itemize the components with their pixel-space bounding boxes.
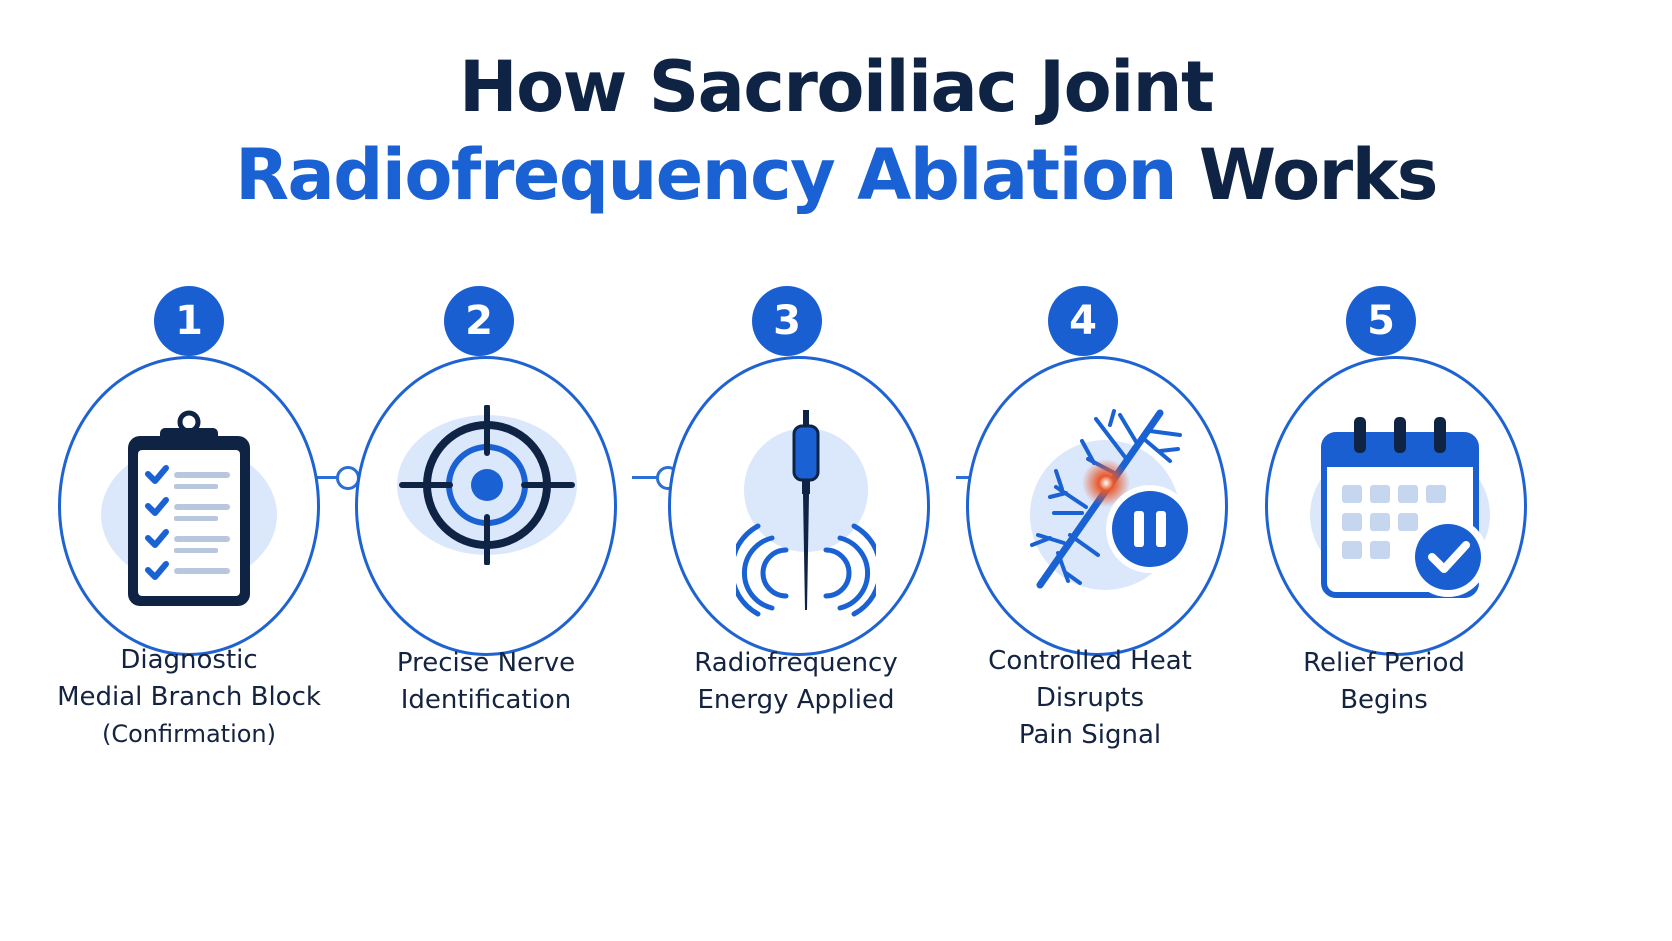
step-5-label: Relief Period Begins [1303,648,1465,715]
calendar-check-icon [1300,405,1500,619]
step-3-label: Radiofrequency Energy Applied [694,648,898,715]
step-4-label: Controlled Heat Disrupts Pain Signal [988,646,1192,750]
title-accent: Radiofrequency Ablation [235,134,1177,216]
step-1-label: Diagnostic Medial Branch Block (Confirma… [57,645,321,748]
rf-probe-waves-icon [729,410,883,624]
nerve-heat-pause-icon [1010,405,1210,619]
step-1-badge: 1 [154,286,224,356]
step-2-badge: 2 [444,286,514,356]
step-2-label: Precise Nerve Identification [396,648,576,715]
clipboard-checklist-icon [94,410,284,614]
connector-1-2 [300,476,362,479]
target-crosshair-icon [392,404,582,569]
title-line-1: How Sacroiliac Joint [459,46,1214,128]
title-line-2: Radiofrequency Ablation Works [0,140,1672,210]
step-3-badge: 3 [752,286,822,356]
step-5-badge: 5 [1346,286,1416,356]
title-rest: Works [1176,134,1439,216]
step-4-badge: 4 [1048,286,1118,356]
